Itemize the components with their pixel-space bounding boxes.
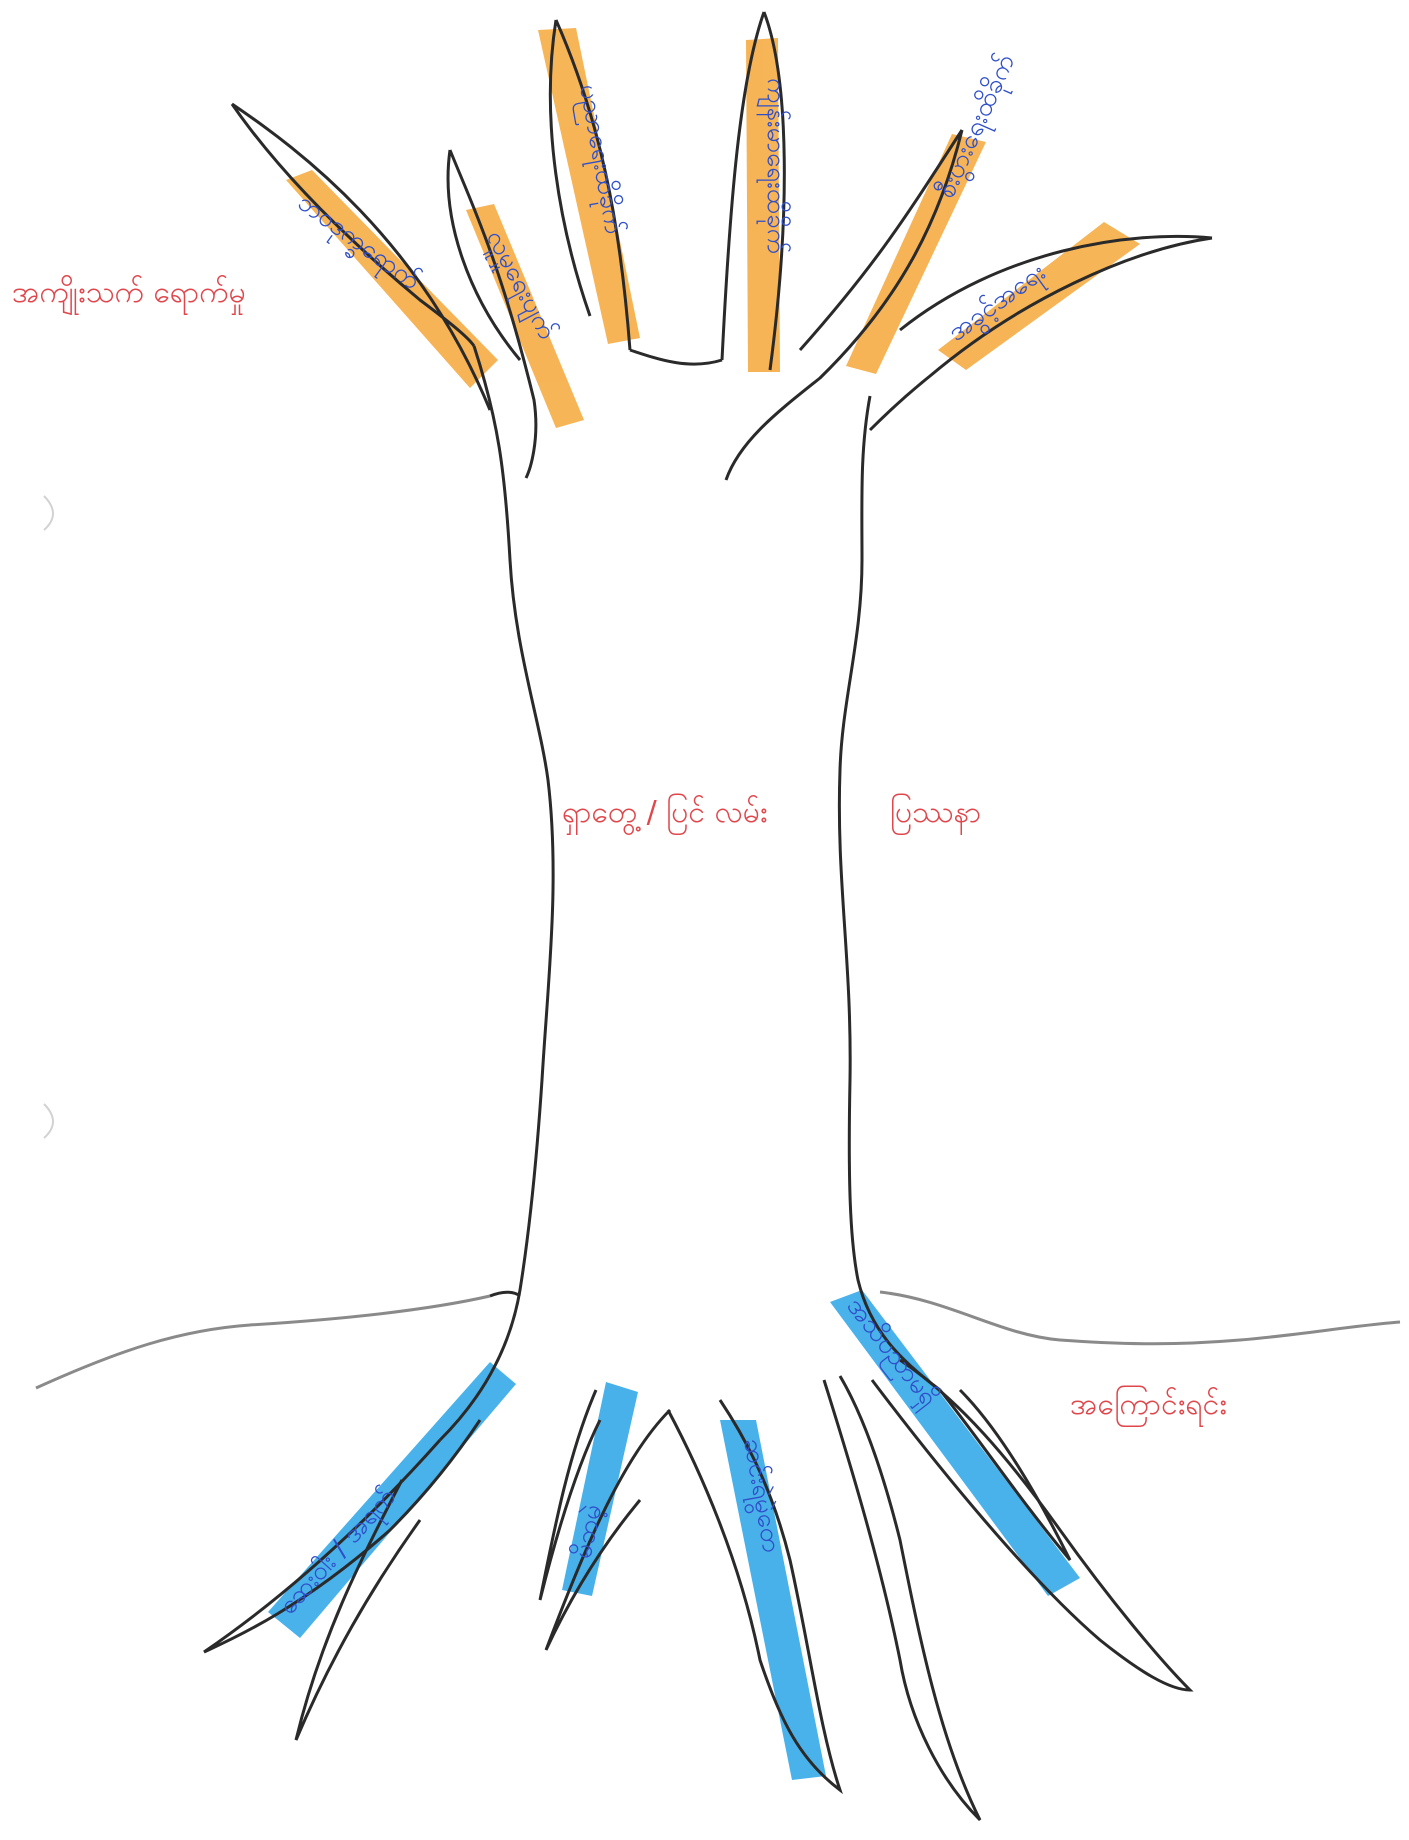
binder-hole-bottom bbox=[44, 1104, 53, 1138]
tree-trunk bbox=[440, 346, 940, 1440]
trunk-ground-left bbox=[490, 1292, 520, 1296]
binder-hole-top bbox=[44, 496, 53, 530]
ground-line-left bbox=[36, 1296, 490, 1388]
branch-text-1: ဘဝဒုက္ခရောက် bbox=[289, 187, 427, 301]
trunk-left-edge bbox=[440, 346, 553, 1440]
branch-text-4: ကျန်းမာရေးထိခိုက် bbox=[756, 78, 792, 255]
branch-text-5: စီးပွားရေးထိခိုက် bbox=[930, 49, 1026, 205]
ground-line-right bbox=[880, 1292, 1400, 1344]
branch-joins bbox=[630, 350, 722, 364]
root-highlights bbox=[268, 1290, 1080, 1780]
trunk-side-label: ပြဿနာ bbox=[890, 793, 981, 836]
root-text-1: ဆေးဝါး / အရက် bbox=[272, 1481, 406, 1624]
branches-heading: အကျိုးသက် ရောက်မှု bbox=[12, 275, 246, 316]
trunk-heading: ရှာတွေ့ / ပြင် လမ်း bbox=[562, 793, 767, 836]
trunk-right-edge bbox=[839, 396, 940, 1390]
roots-heading: အကြောင်းရင်း bbox=[1070, 1385, 1227, 1428]
branch-highlights bbox=[286, 28, 1140, 428]
tree-roots bbox=[204, 1360, 1190, 1820]
